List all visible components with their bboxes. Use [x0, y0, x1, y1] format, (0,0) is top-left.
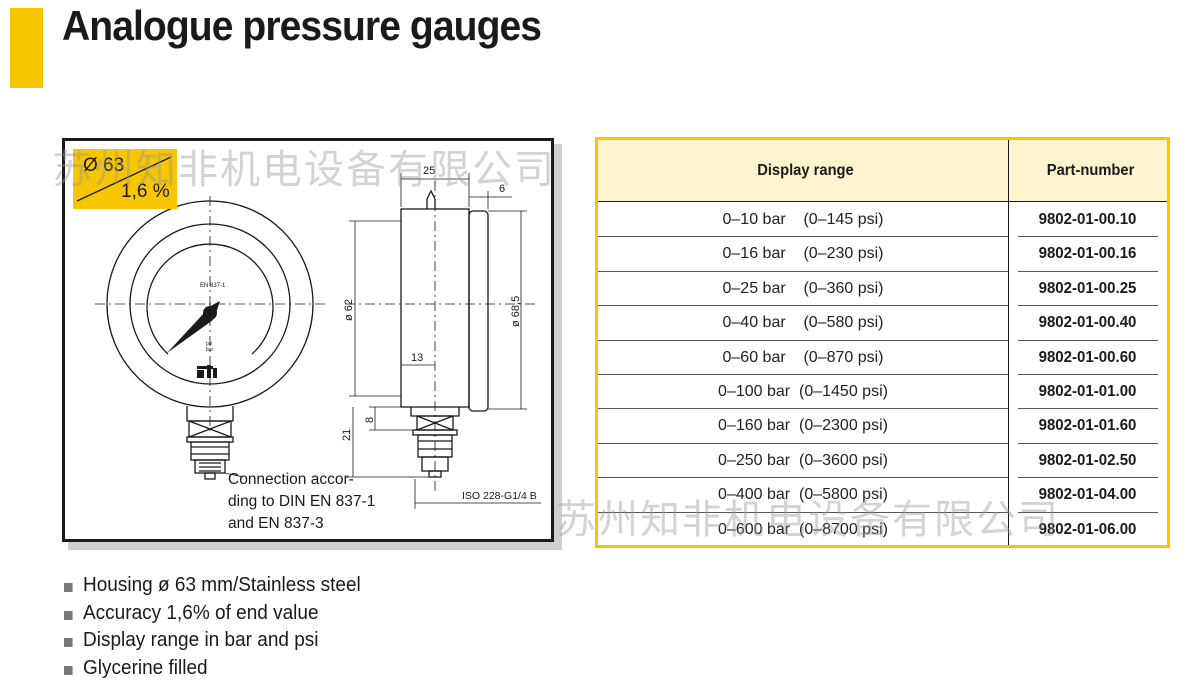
table-row: 0–40 bar (0–580 psi) 9802-01-00.40 [598, 305, 1167, 339]
row-divider [1018, 270, 1158, 272]
row-divider [1018, 236, 1158, 238]
row-divider [1018, 408, 1158, 410]
row-divider [1018, 477, 1158, 479]
table-row: 0–10 bar (0–145 psi) 9802-01-00.10 [598, 202, 1167, 236]
table-row: 0–16 bar (0–230 psi) 9802-01-00.16 [598, 236, 1167, 270]
table-row: 0–600 bar (0–8700 psi) 9802-01-06.00 [598, 512, 1167, 546]
part-number-cell: 9802-01-06.00 [1038, 520, 1137, 538]
feature-text: Glycerine filled [83, 656, 208, 679]
page-title: Analogue pressure gauges [62, 2, 542, 49]
part-number-cell: 9802-01-00.60 [1038, 348, 1137, 366]
dimension-6: 6 [499, 183, 505, 195]
display-range-cell: 0–100 bar (0–1450 psi) [718, 383, 888, 400]
dimension-13: 13 [411, 352, 423, 364]
row-divider [1018, 374, 1158, 375]
column-divider [1008, 140, 1009, 545]
row-divider [1018, 305, 1158, 307]
row-divider [598, 511, 1008, 513]
row-divider [1018, 442, 1158, 444]
table-row: 0–160 bar (0–2300 psi) 9802-01-01.60 [598, 408, 1167, 442]
connection-note: Connection accor-ding to DIN EN 837-1 an… [228, 471, 376, 532]
table-row: 0–250 bar (0–3600 psi) 9802-01-02.50 [598, 443, 1167, 477]
display-range-cell: 0–40 bar (0–580 psi) [722, 314, 884, 332]
dial-standard-text: EN 837-1 [200, 283, 226, 289]
gauge-technical-drawing: EN 837-1 psi bar [95, 165, 541, 509]
dimension-62: ø 62 [343, 299, 355, 321]
bullet-square-icon [64, 610, 73, 620]
feature-item: Housing ø 63 mm/Stainless steel [64, 574, 361, 602]
row-divider [598, 408, 1008, 410]
header-display-range: Display range [757, 162, 854, 179]
dimension-25: 25 [423, 165, 435, 177]
display-range-cell: 0–600 bar (0–8700 psi) [718, 520, 888, 538]
part-number-cell: 9802-01-01.60 [1038, 417, 1137, 435]
watermark-text: 苏州知非机电设备有限公司 [52, 147, 556, 193]
part-number-cell: 9802-01-00.40 [1038, 314, 1137, 332]
part-number-table: Display range Part-number 0–10 bar (0–14… [595, 137, 1170, 548]
thread-label: ISO 228-G1/4 B [462, 490, 537, 502]
header-part-number: Part-number [1046, 162, 1135, 179]
row-divider [598, 305, 1008, 307]
feature-item: Glycerine filled [64, 657, 361, 685]
row-divider [1018, 339, 1158, 341]
part-number-cell: 9802-01-02.50 [1038, 451, 1137, 469]
header-divider [598, 201, 1167, 202]
display-range-cell: 0–400 bar (0–5800 psi) [718, 486, 888, 504]
row-divider [598, 477, 1008, 479]
dimension-8: 8 [364, 417, 376, 423]
table-row: 0–100 bar (0–1450 psi) 9802-01-01.00 [598, 374, 1167, 408]
dimension-21: 21 [341, 429, 353, 441]
gauge-needle [167, 301, 220, 353]
part-number-cell: 9802-01-00.16 [1038, 245, 1137, 263]
part-number-cell: 9802-01-00.10 [1038, 211, 1137, 228]
row-divider [1018, 511, 1158, 513]
dial-unit-psi: psi [206, 341, 212, 347]
feature-text: Housing ø 63 mm/Stainless steel [83, 574, 361, 596]
feature-list: Housing ø 63 mm/Stainless steel Accuracy… [64, 574, 376, 684]
dimension-68-5: ø 68,5 [510, 296, 522, 327]
display-range-cell: 0–10 bar (0–145 psi) [722, 211, 884, 228]
bezel-side [468, 210, 489, 412]
feature-item: Display range in bar and psi [64, 629, 361, 657]
part-number-cell: 9802-01-00.25 [1038, 279, 1137, 297]
part-number-cell: 9802-01-04.00 [1038, 486, 1137, 504]
row-divider [598, 442, 1008, 444]
feature-text: Display range in bar and psi [83, 629, 319, 651]
display-range-cell: 0–250 bar (0–3600 psi) [718, 451, 888, 469]
watermark-text: 苏州知非机电设备有限公司 [556, 497, 1060, 543]
table-header: Display range Part-number [598, 140, 1167, 201]
row-divider [598, 270, 1008, 272]
title-accent-bar [10, 8, 43, 88]
row-divider [598, 339, 1008, 341]
part-number-cell: 9802-01-01.00 [1038, 383, 1137, 400]
bullet-square-icon [64, 665, 73, 675]
display-range-cell: 0–60 bar (0–870 psi) [722, 348, 884, 366]
row-divider [598, 374, 1008, 375]
gauge-drawing: EN 837-1 psi bar [62, 138, 554, 542]
display-range-cell: 0–16 bar (0–230 psi) [722, 245, 884, 263]
feature-text: Accuracy 1,6% of end value [83, 601, 319, 624]
row-divider [598, 236, 1008, 238]
bullet-square-icon [64, 583, 73, 592]
badge-diameter: Ø 63 [83, 155, 125, 176]
table-row: 0–25 bar (0–360 psi) 9802-01-00.25 [598, 271, 1167, 305]
badge-accuracy: 1,6 % [121, 181, 170, 202]
table-row: 0–400 bar (0–5800 psi) 9802-01-04.00 [598, 477, 1167, 511]
spec-badge: Ø 63 1,6 % [73, 149, 177, 209]
display-range-cell: 0–25 bar (0–360 psi) [722, 279, 884, 297]
table-row: 0–60 bar (0–870 psi) 9802-01-00.60 [598, 340, 1167, 374]
dial-unit-bar: bar [206, 347, 214, 353]
feature-item: Accuracy 1,6% of end value [64, 602, 361, 630]
display-range-cell: 0–160 bar (0–2300 psi) [718, 417, 888, 435]
bullet-square-icon [64, 638, 73, 647]
gauge-logo-icon [197, 365, 217, 378]
